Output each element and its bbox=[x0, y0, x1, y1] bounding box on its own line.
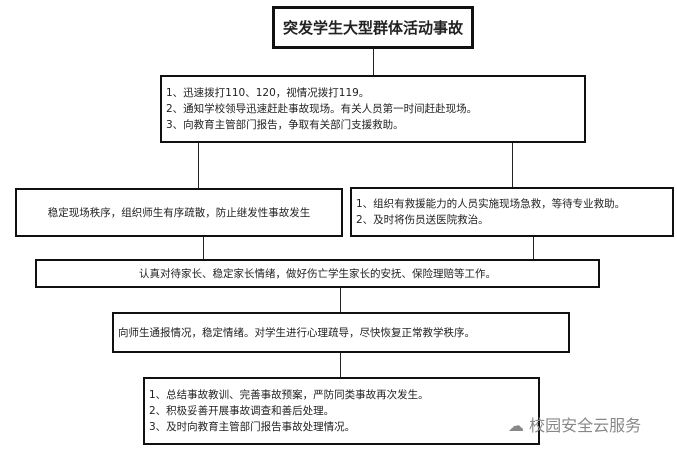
connector bbox=[340, 351, 341, 378]
step3-box: 认真对待家长、稳定家长情绪，做好伤亡学生家长的安抚、保险理赔等工作。 bbox=[35, 259, 600, 288]
right-branch-line: 2、及时将伤员送医院救治。 bbox=[356, 214, 489, 226]
watermark-text: 校园安全云服务 bbox=[529, 416, 642, 435]
step1-line: 3、向教育主管部门报告，争取有关部门支援救助。 bbox=[166, 119, 404, 131]
right-branch-box: 1、组织有救援能力的人员实施现场急救，等待专业救助。 2、及时将伤员送医院救治。 bbox=[350, 187, 674, 237]
connector bbox=[198, 142, 199, 188]
step5-line: 2、积极妥善开展事故调查和善后处理。 bbox=[149, 405, 335, 417]
step5-line: 1、总结事故教训、完善事故预案，严防同类事故再次发生。 bbox=[149, 389, 429, 401]
step4-text: 向师生通报情况，稳定情绪。对学生进行心理疏导，尽快恢复正常教学秩序。 bbox=[118, 326, 475, 339]
step1-line: 1、迅速拨打110、120，视情况拨打119。 bbox=[166, 87, 370, 99]
connector bbox=[340, 286, 341, 313]
step1-line: 2、通知学校领导迅速赶赴事故现场。有关人员第一时间赶赴现场。 bbox=[166, 103, 478, 115]
step5-box: 1、总结事故教训、完善事故预案，严防同类事故再次发生。 2、积极妥善开展事故调查… bbox=[143, 377, 540, 445]
step4-box: 向师生通报情况，稳定情绪。对学生进行心理疏导，尽快恢复正常教学秩序。 bbox=[112, 312, 570, 353]
title-text: 突发学生大型群体活动事故 bbox=[282, 18, 463, 37]
connector bbox=[203, 236, 204, 260]
left-branch-box: 稳定现场秩序，组织师生有序疏散，防止继发性事故发生 bbox=[15, 188, 343, 237]
wechat-icon: ☁ bbox=[508, 416, 530, 435]
watermark: ☁ 校园安全云服务 bbox=[508, 412, 641, 436]
title-box: 突发学生大型群体活动事故 bbox=[272, 6, 474, 49]
step3-text: 认真对待家长、稳定家长情绪，做好伤亡学生家长的安抚、保险理赔等工作。 bbox=[139, 267, 496, 280]
connector bbox=[512, 142, 513, 188]
connector bbox=[373, 48, 374, 75]
connector bbox=[533, 236, 534, 260]
right-branch-line: 1、组织有救援能力的人员实施现场急救，等待专业救助。 bbox=[356, 198, 626, 210]
step1-box: 1、迅速拨打110、120，视情况拨打119。 2、通知学校领导迅速赶赴事故现场… bbox=[160, 75, 586, 143]
left-branch-text: 稳定现场秩序，组织师生有序疏散，防止继发性事故发生 bbox=[47, 206, 311, 219]
step5-line: 3、及时向教育主管部门报告事故处理情况。 bbox=[149, 421, 356, 433]
